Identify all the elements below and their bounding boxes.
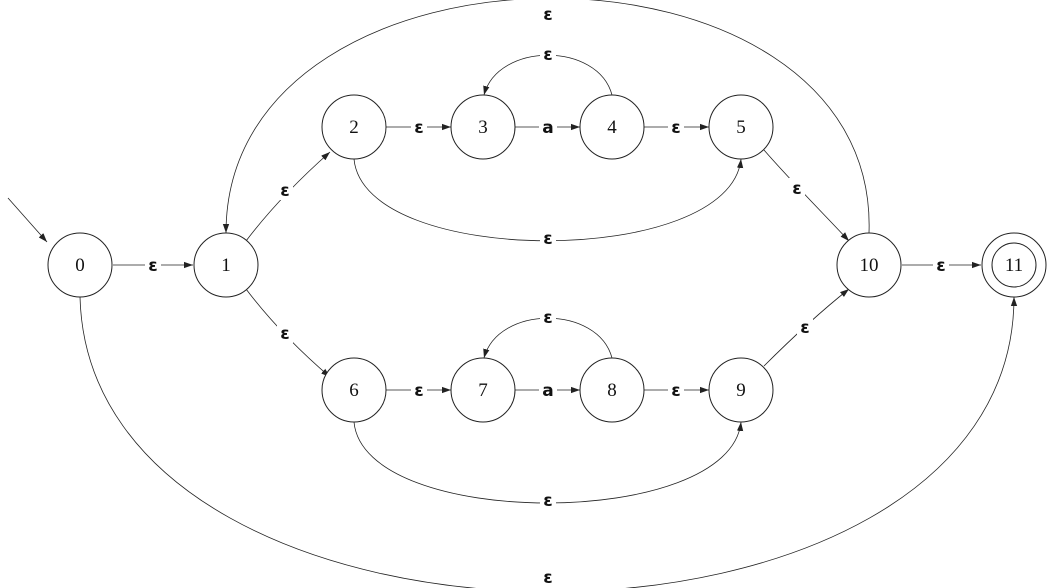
transition-labels: ε ε ε ε a ε ε ε ε ε a ε ε ε ε ε ε [145, 4, 949, 588]
states: 0 1 2 3 4 5 6 7 [47, 94, 1047, 423]
state-4: 4 [579, 94, 645, 160]
edge-label-1-6: ε [280, 324, 289, 344]
edge-label-0-11: ε [543, 568, 552, 588]
state-8: 8 [579, 357, 645, 423]
edge-5-10 [763, 149, 850, 242]
edge-label-6-7: ε [414, 381, 423, 401]
start-arrow [7, 197, 48, 243]
edge-label-4-3: ε [543, 45, 552, 65]
edge-label-9-10: ε [800, 318, 809, 338]
state-6: 6 [321, 357, 387, 423]
state-label-10: 10 [860, 255, 879, 276]
edge-label-1-2: ε [280, 181, 289, 201]
state-label-2: 2 [349, 117, 359, 138]
state-label-1: 1 [221, 255, 231, 276]
state-label-6: 6 [349, 380, 359, 401]
edge-label-8-7: ε [543, 308, 552, 328]
state-1: 1 [193, 232, 259, 298]
state-label-3: 3 [478, 117, 488, 138]
edge-label-0-1: ε [148, 256, 157, 276]
state-3: 3 [450, 94, 516, 160]
edge-label-8-9: ε [671, 381, 680, 401]
state-label-5: 5 [736, 117, 746, 138]
state-9: 9 [708, 357, 774, 423]
state-5: 5 [708, 94, 774, 160]
state-label-4: 4 [607, 117, 617, 138]
state-label-0: 0 [75, 255, 85, 276]
state-label-11: 11 [1005, 255, 1023, 276]
edge-label-2-5: ε [543, 229, 552, 249]
edge-label-10-11: ε [936, 256, 945, 276]
accept-ring [991, 242, 1037, 288]
edge-label-10-1: ε [543, 5, 552, 25]
edge-label-3-4: a [542, 118, 553, 138]
state-7: 7 [450, 357, 516, 423]
state-label-8: 8 [607, 380, 617, 401]
edge-label-4-5: ε [671, 118, 680, 138]
state-0: 0 [47, 232, 113, 298]
edge-10-1 [222, 0, 870, 234]
edge-label-7-8: a [542, 381, 553, 401]
state-label-7: 7 [478, 380, 488, 401]
state-2: 2 [321, 94, 387, 160]
state-label-9: 9 [736, 380, 746, 401]
edge-label-2-3: ε [414, 118, 423, 138]
edge-label-5-10: ε [792, 179, 801, 199]
edge-0-11 [79, 296, 1018, 588]
state-11-accept: 11 [981, 232, 1047, 298]
state-10: 10 [836, 232, 902, 298]
edge-label-6-9: ε [543, 491, 552, 511]
